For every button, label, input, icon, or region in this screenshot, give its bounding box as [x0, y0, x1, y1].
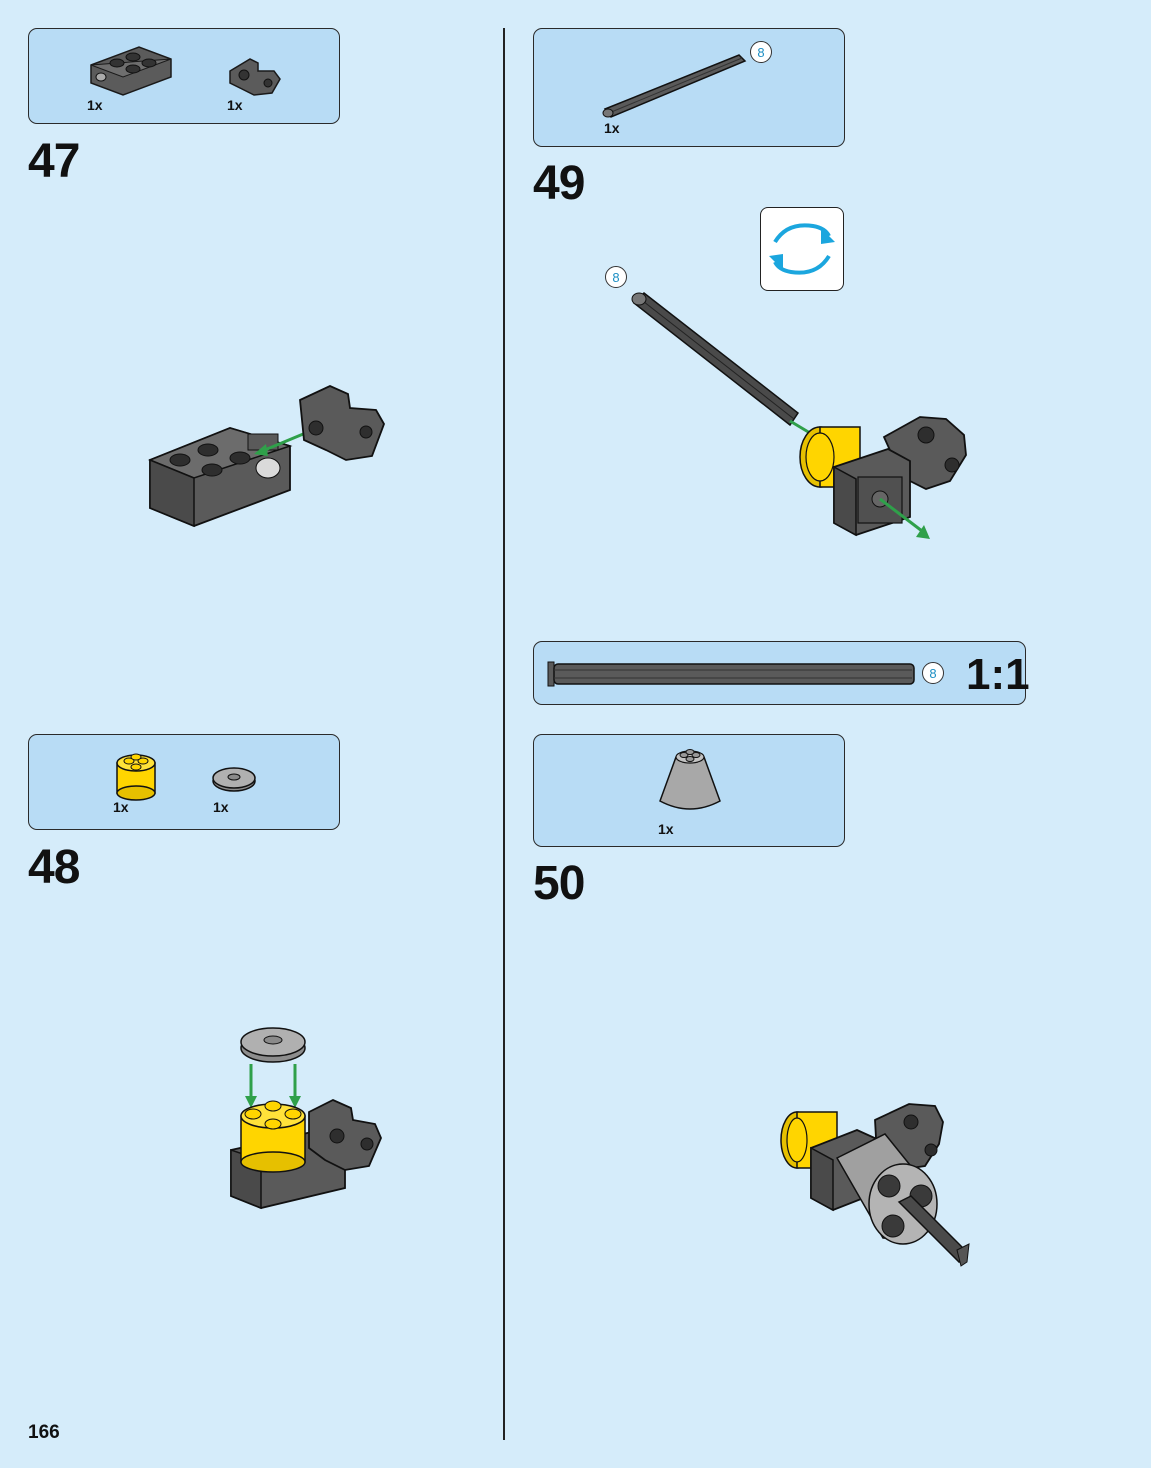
technic-brick-part-icon: [90, 46, 172, 96]
parts-list-step-48: 1x 1x: [28, 734, 340, 830]
technic-axle-part-icon: [602, 54, 747, 118]
step-47-part-1-qty: 1x: [87, 97, 103, 113]
scale-length-badge: 8: [922, 662, 944, 684]
rotate-arrows-icon: [769, 223, 835, 275]
step-49-assembly-illustration: [631, 292, 967, 539]
axle-scale-icon: [547, 661, 915, 687]
gray-round-plate-part-icon: [212, 767, 256, 792]
parts-list-step-50: 1x: [533, 734, 845, 847]
yellow-round-brick-part-icon: [116, 753, 156, 801]
axle-scale-callout: 8 1:1: [533, 641, 1030, 705]
technic-connector-part-icon: [229, 58, 281, 96]
parts-list-step-47: 1x 1x: [28, 28, 340, 124]
parts-list-step-49: 8 1x: [533, 28, 845, 147]
step-47-assembly-illustration: [148, 385, 385, 528]
axle-length-badge: 8: [750, 41, 772, 63]
step-50-part-1-qty: 1x: [658, 821, 674, 837]
step-48-number: 48: [28, 841, 80, 894]
step-49-axle-length-badge: 8: [605, 266, 627, 288]
page-number: 166: [28, 1422, 60, 1443]
step-50-assembly-illustration: [780, 1103, 970, 1267]
step-49-number: 49: [533, 157, 585, 210]
step-48-part-2-qty: 1x: [213, 799, 229, 815]
gray-cone-part-icon: [659, 749, 721, 810]
rotate-model-callout: [760, 207, 844, 291]
step-48-assembly-illustration: [230, 1027, 382, 1210]
step-47-part-2-qty: 1x: [227, 97, 243, 113]
column-divider: [503, 28, 505, 1440]
step-49-part-1-qty: 1x: [604, 120, 620, 136]
step-50-number: 50: [533, 857, 585, 910]
step-47-number: 47: [28, 135, 80, 188]
step-48-part-1-qty: 1x: [113, 799, 129, 815]
scale-ratio-label: 1:1: [966, 650, 1030, 699]
